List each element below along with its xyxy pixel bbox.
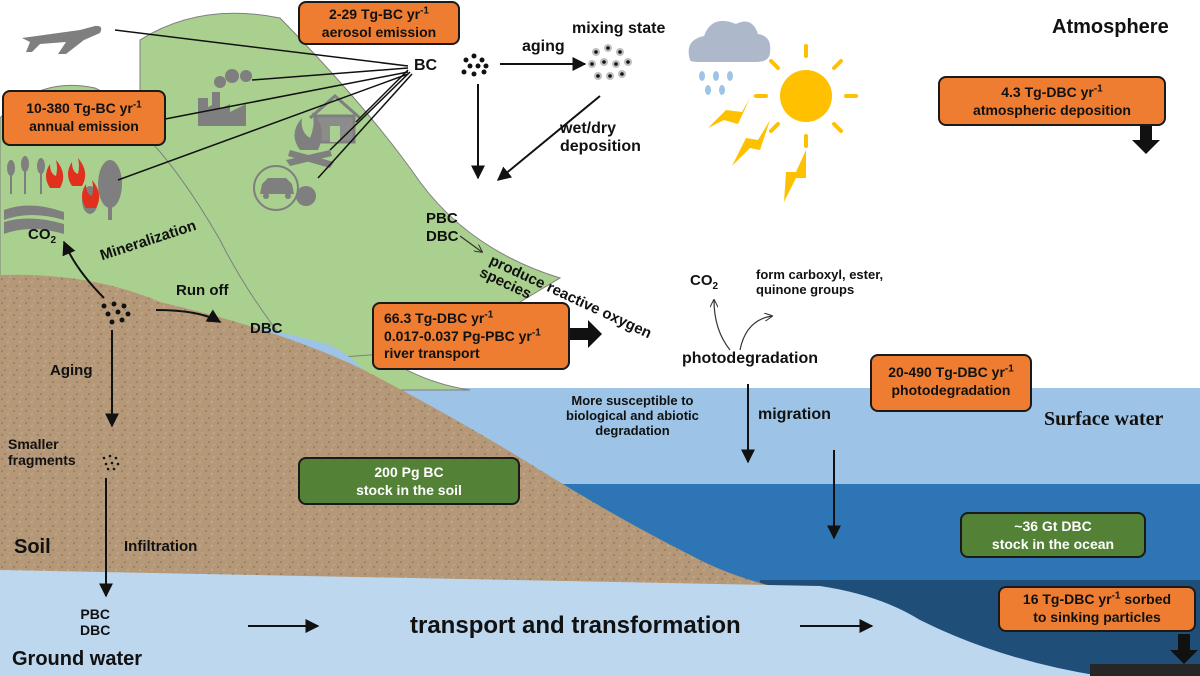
sun-icon [754,44,858,148]
ocean-floor [1090,664,1200,676]
co2-left-text: CO [28,226,51,243]
soil-stock-caption: stock in the soil [356,481,462,498]
atm-dep-caption: atmospheric deposition [973,101,1131,118]
smaller-fragments-label: Smaller fragments [8,436,76,468]
ocean-stock-value: ~36 Gt DBC [1014,518,1092,534]
fire-icon [46,158,100,208]
co2-right-text: CO [690,272,713,289]
aerosol-emission-box: 2-29 Tg-BC yr-1 aerosol emission [298,1,460,45]
dbc-hill-label: DBC [426,228,459,245]
aerosol-caption: aerosol emission [321,23,437,40]
lightning-icon [708,98,806,202]
soil-stock-box: 200 Pg BC stock in the soil [298,457,520,505]
photodeg-caption: photodegradation [891,381,1011,398]
mixed-particles [588,44,632,80]
car-icon [253,165,316,211]
atmospheric-deposition-box: 4.3 Tg-DBC yr-1 atmospheric deposition [938,76,1166,126]
river-dbc-exp: -1 [484,309,494,321]
form-groups-line1: form carboxyl, ester, [756,267,884,282]
aging-soil-label: Aging [50,362,93,379]
wet-dry-line2: deposition [560,138,641,156]
susceptible-line1: More susceptible to [571,393,694,408]
farmland-icon [4,156,64,234]
aging-top-label: aging [522,38,565,55]
soil-stock-value: 200 Pg BC [374,464,444,480]
soil-bc-particles [101,301,131,325]
atm-dep-unit-exp: -1 [1093,83,1103,95]
migration-label: migration [758,406,831,423]
house-icon [309,94,361,144]
mixing-state-label: mixing state [572,20,666,37]
block-arrows [570,124,1198,664]
sinking-caption: to sinking particles [1033,608,1161,625]
atm-dep-value: 4.3 Tg-DBC yr [1001,84,1094,100]
river-pbc-exp: -1 [531,326,541,338]
river-transport-box: 66.3 Tg-DBC yr-1 0.017-0.037 Pg-PBC yr-1… [372,302,570,370]
sinking-value: 16 Tg-DBC yr [1022,591,1112,607]
ground-water-label: Ground water [12,648,143,670]
river-dbc-value: 66.3 Tg-DBC yr [384,310,485,326]
hill-front [139,12,562,361]
fragment-particles [102,454,120,471]
annual-emission-box: 10-380 Tg-BC yr-1 annual emission [2,90,166,146]
atmosphere-label: Atmosphere [1052,16,1169,38]
soil-label: Soil [14,536,51,558]
co2-right-label: CO2 [690,272,719,292]
smaller-line2: fragments [8,452,76,469]
campfire-icon [286,112,334,168]
photodeg-unit-exp: -1 [1004,363,1014,375]
form-groups-label: form carboxyl, ester, quinone groups [756,267,884,298]
infiltration-label: Infiltration [124,538,198,555]
transport-transformation-label: transport and transformation [410,612,741,639]
smaller-line1: Smaller [8,436,59,452]
susceptible-label: More susceptible to biological and abiot… [566,393,699,439]
bc-label: BC [414,57,438,74]
bc-particles [461,53,489,77]
runoff-dbc-label: DBC [250,320,283,337]
form-groups-line2: quinone groups [756,281,855,297]
co2-left-sub: 2 [50,235,57,246]
thin-arrows [459,235,772,351]
aerosol-value: 2-29 Tg-BC yr [329,6,421,22]
sinking-sorbed: sorbed [1120,591,1172,607]
wet-dry-line1: wet/dry [560,120,617,137]
river-pbc-value: 0.017-0.037 Pg-PBC yr [384,327,532,344]
run-off-label: Run off [176,282,229,299]
sinking-particles-box: 16 Tg-DBC yr-1 sorbed to sinking particl… [998,586,1196,632]
aerosol-unit-exp: -1 [420,5,429,17]
co2-left-label: CO2 [28,226,57,246]
wet-dry-label: wet/dry deposition [560,120,641,157]
annual-caption: annual emission [29,117,139,134]
airplane-icon [22,25,102,54]
surface-water-label: Surface water [1044,408,1164,430]
ground-water-layer [0,570,1100,676]
co2-right-sub: 2 [712,281,719,292]
ground-pbc-dbc-label: PBC DBC [80,606,110,638]
pbc-hill-label: PBC [426,210,458,227]
process-arrows [62,57,874,633]
sinking-unit-exp: -1 [1111,590,1121,602]
source-lines [114,29,413,181]
annual-value: 10-380 Tg-BC yr [26,100,133,116]
ground-pbc: PBC [80,606,110,622]
photodegradation-box: 20-490 Tg-DBC yr-1 photodegradation [870,354,1032,412]
ground-dbc: DBC [80,622,111,639]
susceptible-line2: biological and abiotic [566,407,699,423]
photodegradation-label: photodegradation [682,350,818,367]
ocean-stock-caption: stock in the ocean [991,535,1115,552]
annual-unit-exp: -1 [132,99,142,111]
rain-cloud-icon [688,20,771,95]
ocean-stock-box: ~36 Gt DBC stock in the ocean [960,512,1146,558]
photodeg-value: 20-490 Tg-DBC yr [888,364,1005,380]
susceptible-line3: degradation [595,422,670,438]
river-caption: river transport [384,345,480,361]
